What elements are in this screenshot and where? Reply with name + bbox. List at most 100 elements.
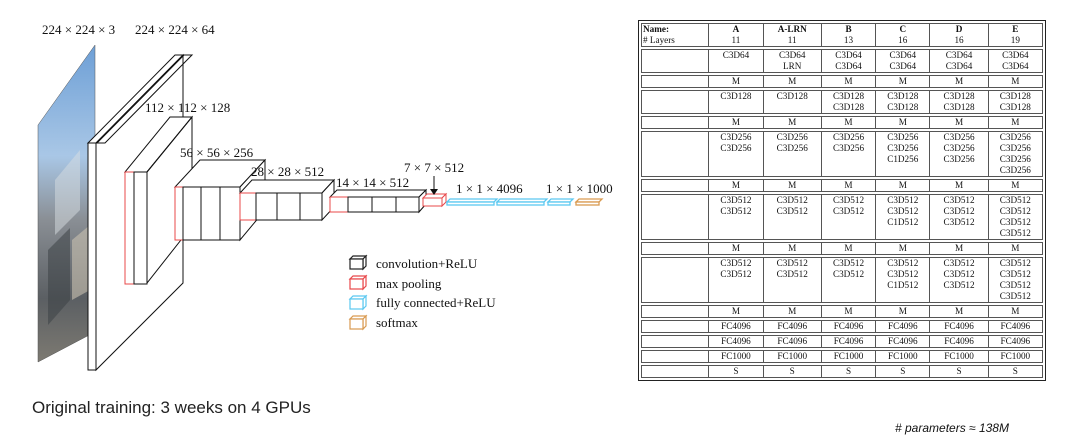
table-cell: C3D64 xyxy=(821,61,877,73)
table-cell: C3D512 xyxy=(822,206,877,217)
table-cell: C3D512 xyxy=(930,280,989,291)
table-cell: C3D256 xyxy=(763,131,822,143)
legend: convolution+ReLU max pooling fully conne… xyxy=(348,254,496,331)
table-cell xyxy=(821,165,877,177)
table-cell: C3D512 xyxy=(876,269,931,280)
table-cell: C3D512 xyxy=(988,257,1043,269)
table-cell xyxy=(641,49,710,61)
table-cell xyxy=(641,90,710,102)
table-cell: M xyxy=(876,179,931,192)
table-cell: S xyxy=(709,365,764,378)
table-cell xyxy=(764,154,822,165)
fc-layers xyxy=(445,198,575,206)
table-cell: C3D256 xyxy=(709,143,764,154)
table-cell: C3D512 xyxy=(989,206,1043,217)
table-cell xyxy=(821,291,877,303)
table-cell: C3D512 xyxy=(822,269,877,280)
table-cell: FC4096 xyxy=(821,335,877,348)
table-cell: C3D128 xyxy=(709,90,764,102)
table-cell: FC4096 xyxy=(876,320,931,333)
table-cell: C3D512 xyxy=(876,194,931,206)
table-cell: C3D256 xyxy=(930,131,989,143)
table-cell: C3D512 xyxy=(876,257,931,269)
table-cell: S xyxy=(821,365,877,378)
table-row: C3D512 xyxy=(641,291,1043,303)
table-cell xyxy=(821,228,877,240)
dim-label-conv4: 28 × 28 × 512 xyxy=(251,164,324,179)
table-cell: C3D256 xyxy=(930,143,989,154)
table-cell xyxy=(763,228,822,240)
table-cell xyxy=(641,131,710,143)
table-cell: M xyxy=(876,116,931,129)
table-cell xyxy=(641,291,710,303)
table-cell: A xyxy=(709,23,764,35)
table-cell: M xyxy=(821,116,877,129)
table-cell: M xyxy=(709,242,764,255)
table-cell: 19 xyxy=(988,35,1043,47)
table-cell xyxy=(641,102,710,114)
table-cell: C3D512 xyxy=(930,257,989,269)
table-cell: M xyxy=(988,242,1043,255)
table-cell: S xyxy=(763,365,822,378)
table-cell: M xyxy=(930,242,989,255)
table-cell xyxy=(763,291,822,303)
table-cell: S xyxy=(930,365,989,378)
table-cell: B xyxy=(821,23,877,35)
table-cell: FC4096 xyxy=(930,320,989,333)
dim-label-input: 224 × 224 × 3 xyxy=(42,22,115,37)
table-cell: 16 xyxy=(930,35,989,47)
dim-label-softmax: 1 × 1 × 1000 xyxy=(546,181,613,196)
dim-label-conv5: 14 × 14 × 512 xyxy=(336,175,409,190)
table-cell: C3D64 xyxy=(930,61,989,73)
table-cell: M xyxy=(821,242,877,255)
table-cell xyxy=(709,154,764,165)
table-cell: C3D512 xyxy=(709,194,764,206)
table-cell: C3D128 xyxy=(763,90,822,102)
table-cell: C3D512 xyxy=(930,217,989,228)
legend-label-pool: max pooling xyxy=(376,276,442,291)
table-cell xyxy=(641,228,710,240)
table-cell: Name: xyxy=(641,23,710,35)
table-cell: C3D512 xyxy=(876,206,931,217)
table-cell: C1D512 xyxy=(876,280,931,291)
table-cell xyxy=(764,280,822,291)
table-cell: M xyxy=(763,75,822,88)
table-cell: 11 xyxy=(709,35,764,47)
legend-label-softmax: softmax xyxy=(376,315,418,330)
table-cell: C3D512 xyxy=(821,257,877,269)
table-cell: C3D512 xyxy=(988,291,1043,303)
table-cell xyxy=(930,228,989,240)
conv4-block xyxy=(238,178,336,222)
table-cell: C3D512 xyxy=(988,194,1043,206)
table-cell: M xyxy=(709,179,764,192)
dim-label-conv1: 224 × 224 × 64 xyxy=(135,22,215,37)
table-cell xyxy=(641,116,710,129)
table-cell: C3D512 xyxy=(930,206,989,217)
table-cell xyxy=(641,242,710,255)
table-cell: FC4096 xyxy=(709,335,764,348)
table-cell: S xyxy=(876,365,931,378)
table-cell: C3D64 xyxy=(876,49,931,61)
table-cell: C3D256 xyxy=(988,165,1043,177)
table-cell: C3D256 xyxy=(988,131,1043,143)
table-cell: FC1000 xyxy=(876,350,931,363)
table-cell xyxy=(641,305,710,318)
table-cell: M xyxy=(988,75,1043,88)
table-cell xyxy=(930,165,989,177)
table-cell: C3D128 xyxy=(930,90,989,102)
table-cell: C3D512 xyxy=(930,269,989,280)
table-cell: D xyxy=(930,23,989,35)
table-cell: C3D256 xyxy=(930,154,989,165)
